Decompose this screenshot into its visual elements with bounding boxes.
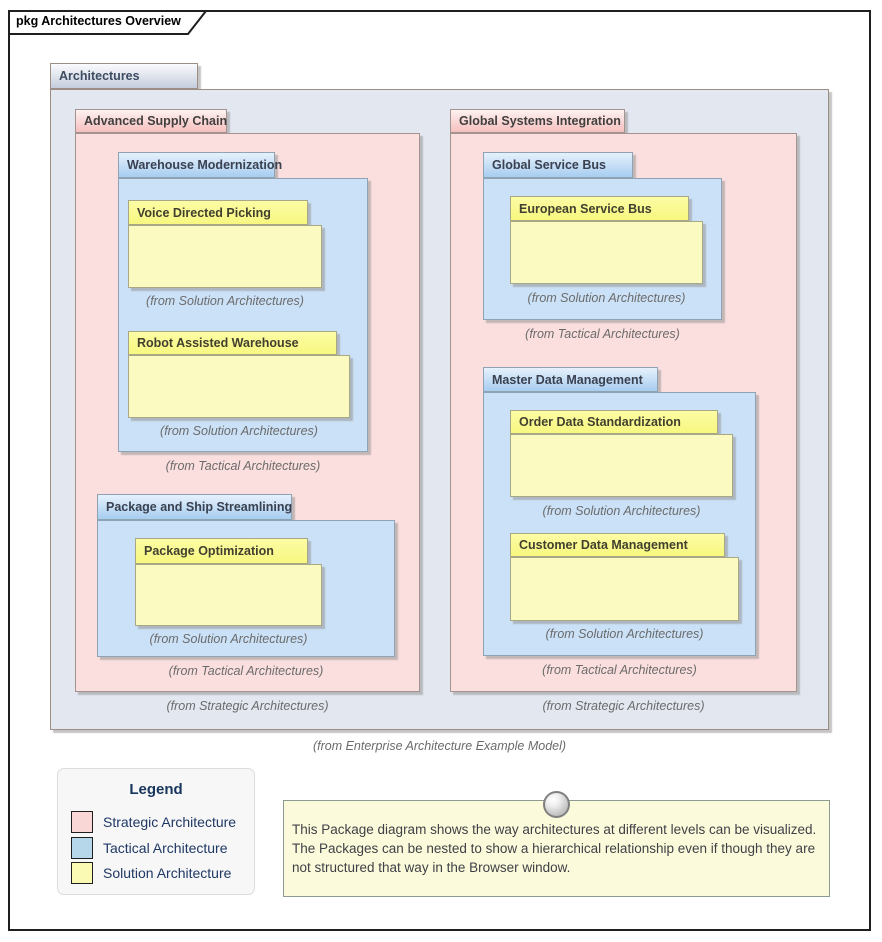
- legend-label: Tactical Architecture: [103, 839, 228, 856]
- note-text: This Package diagram shows the way archi…: [292, 822, 817, 875]
- legend-item-tactical: Tactical Architecture: [71, 836, 228, 859]
- package-tab-master-data-management[interactable]: Master Data Management: [483, 367, 658, 392]
- package-tab-package-optimization[interactable]: Package Optimization: [135, 538, 308, 564]
- legend-item-solution: Solution Architecture: [71, 861, 231, 884]
- package-tab-european-service-bus[interactable]: European Service Bus: [510, 196, 689, 221]
- note-anchor-sphere-icon: [543, 791, 570, 818]
- from-caption-package-optimization: (from Solution Architectures): [149, 632, 308, 646]
- package-tab-order-data-standardization[interactable]: Order Data Standardization: [510, 410, 718, 434]
- legend-title: Legend: [129, 781, 183, 798]
- legend-box[interactable]: Legend Strategic Architecture Tactical A…: [57, 768, 255, 895]
- package-name: Global Service Bus: [492, 158, 606, 172]
- package-name: Robot Assisted Warehouse: [137, 336, 299, 350]
- package-tab-advanced-supply-chain[interactable]: Advanced Supply Chain: [75, 109, 227, 133]
- from-caption-european-service-bus: (from Solution Architectures): [527, 291, 686, 305]
- package-name: European Service Bus: [519, 201, 652, 216]
- package-tab-voice-directed-picking[interactable]: Voice Directed Picking: [128, 200, 308, 225]
- package-name: Architectures: [59, 69, 140, 83]
- package-name: Package Optimization: [144, 544, 274, 558]
- package-name: Voice Directed Picking: [137, 205, 271, 220]
- legend-label: Solution Architecture: [103, 864, 232, 881]
- diagram-title: pkg Architectures Overview: [16, 14, 181, 28]
- package-body-customer-data-management[interactable]: [510, 557, 739, 621]
- note-box[interactable]: This Package diagram shows the way archi…: [283, 800, 830, 897]
- package-name: Advanced Supply Chain: [84, 114, 228, 128]
- package-tab-global-systems-integration[interactable]: Global Systems Integration: [450, 109, 625, 133]
- package-tab-package-and-ship-streamlining[interactable]: Package and Ship Streamlining: [97, 494, 292, 520]
- from-caption-warehouse-modernization: (from Tactical Architectures): [165, 459, 321, 473]
- from-caption-advanced-supply-chain: (from Strategic Architectures): [166, 699, 329, 713]
- package-tab-architectures[interactable]: Architectures: [50, 63, 198, 89]
- package-body-robot-assisted-warehouse[interactable]: [128, 355, 350, 418]
- from-caption-customer-data-management: (from Solution Architectures): [545, 627, 704, 641]
- package-tab-global-service-bus[interactable]: Global Service Bus: [483, 152, 633, 178]
- package-name: Warehouse Modernization: [127, 158, 283, 172]
- diagram-frame: [8, 10, 871, 931]
- from-caption-voice-directed-picking: (from Solution Architectures): [146, 294, 304, 308]
- package-name: Order Data Standardization: [519, 415, 681, 429]
- package-body-voice-directed-picking[interactable]: [128, 225, 322, 288]
- from-caption-architectures: (from Enterprise Architecture Example Mo…: [312, 739, 567, 753]
- from-caption-order-data-standardization: (from Solution Architectures): [542, 504, 701, 518]
- from-caption-global-systems-integration: (from Strategic Architectures): [542, 699, 705, 713]
- from-caption-package-and-ship-streamlining: (from Tactical Architectures): [168, 664, 324, 678]
- from-caption-robot-assisted-warehouse: (from Solution Architectures): [160, 424, 318, 438]
- from-caption-global-service-bus: (from Tactical Architectures): [525, 327, 680, 341]
- package-tab-customer-data-management[interactable]: Customer Data Management: [510, 533, 725, 557]
- package-name: Master Data Management: [492, 372, 643, 387]
- package-tab-robot-assisted-warehouse[interactable]: Robot Assisted Warehouse: [128, 331, 337, 355]
- package-name: Customer Data Management: [519, 538, 688, 552]
- strategic-color-swatch: [71, 810, 93, 833]
- package-name: Global Systems Integration: [459, 114, 621, 128]
- package-body-order-data-standardization[interactable]: [510, 434, 733, 497]
- package-body-european-service-bus[interactable]: [510, 221, 703, 284]
- package-tab-warehouse-modernization[interactable]: Warehouse Modernization: [118, 152, 282, 178]
- diagram-frame-tab: [8, 10, 209, 35]
- package-name: Package and Ship Streamlining: [106, 500, 293, 514]
- legend-label: Strategic Architecture: [103, 813, 237, 830]
- solution-color-swatch: [71, 861, 93, 884]
- from-caption-master-data-management: (from Tactical Architectures): [542, 663, 697, 677]
- legend-item-strategic: Strategic Architecture: [71, 810, 236, 833]
- package-body-package-optimization[interactable]: [135, 564, 322, 626]
- tactical-color-swatch: [71, 836, 93, 859]
